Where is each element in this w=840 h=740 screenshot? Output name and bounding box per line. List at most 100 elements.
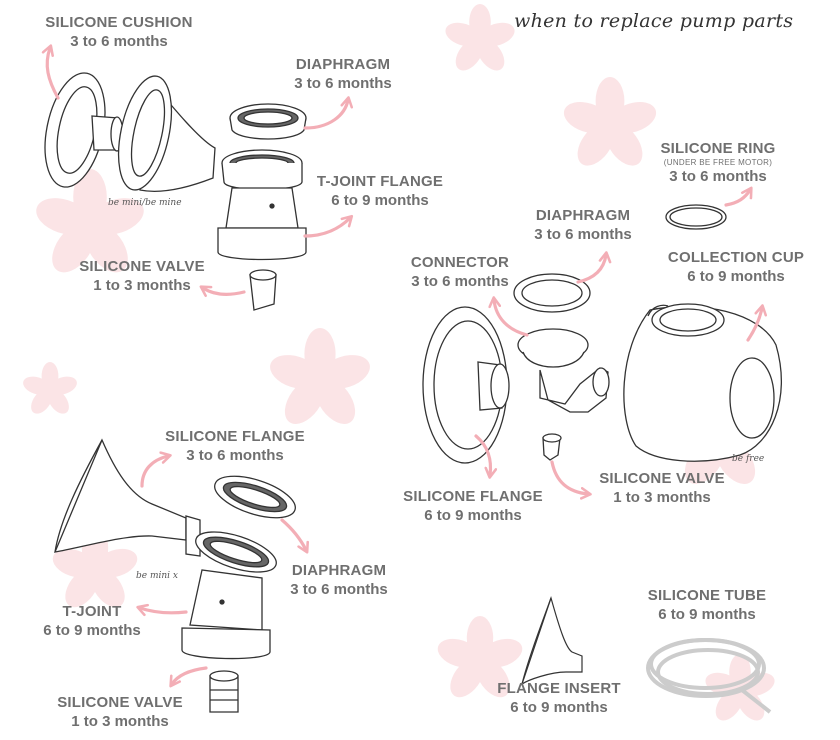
silicone-ring-arrow bbox=[724, 186, 753, 207]
silicone-valve-bottom-arrow bbox=[169, 666, 208, 688]
model-label-be-free: be free bbox=[732, 454, 765, 464]
silicone-valve-top bbox=[249, 269, 277, 281]
t-joint-flange-foot bbox=[217, 227, 307, 261]
part-duration: 3 to 6 months bbox=[669, 167, 767, 185]
collection-cup-opening-inner bbox=[659, 308, 717, 332]
diaphragm-core bbox=[243, 111, 293, 125]
label-t-joint: T-JOINT 6 to 9 months bbox=[22, 603, 162, 641]
part-name: COLLECTION CUP bbox=[667, 249, 805, 266]
label-silicone-valve-bottom: SILICONE VALVE 1 to 3 months bbox=[40, 694, 200, 732]
part-duration: 3 to 6 months bbox=[411, 272, 509, 290]
part-note: (UNDER BE FREE MOTOR) bbox=[663, 157, 773, 167]
part-duration: 6 to 9 months bbox=[658, 605, 756, 623]
t-joint-body bbox=[189, 569, 263, 631]
label-diaphragm-right: DIAPHRAGM 3 to 6 months bbox=[508, 207, 658, 245]
silicone-valve-top-arrow bbox=[199, 285, 246, 298]
right-diaphragm-inner bbox=[521, 279, 583, 307]
part-duration: 1 to 3 months bbox=[613, 488, 711, 506]
t-joint-flange-collar bbox=[221, 162, 303, 191]
label-silicone-valve-right: SILICONE VALVE 1 to 3 months bbox=[582, 470, 742, 508]
part-name: CONNECTOR bbox=[410, 254, 510, 271]
part-duration: 3 to 6 months bbox=[290, 580, 388, 598]
t-joint-foot bbox=[181, 627, 271, 660]
part-name: SILICONE FLANGE bbox=[403, 488, 543, 505]
flange-insert-rim bbox=[521, 597, 552, 685]
label-diaphragm-bottom: DIAPHRAGM 3 to 6 months bbox=[264, 562, 414, 600]
label-collection-cup: COLLECTION CUP 6 to 9 months bbox=[650, 249, 822, 287]
model-label-be-mini-be-mine: be mini/be mine bbox=[108, 198, 182, 208]
collection-cup-arrow bbox=[746, 304, 768, 342]
label-flange-insert: FLANGE INSERT 6 to 9 months bbox=[484, 680, 634, 718]
model-label-be-mini-x: be mini x bbox=[136, 571, 178, 581]
part-duration: 3 to 6 months bbox=[70, 32, 168, 50]
part-name: DIAPHRAGM bbox=[291, 562, 387, 579]
part-name: SILICONE RING bbox=[660, 140, 776, 157]
part-name: SILICONE VALVE bbox=[57, 694, 183, 711]
t-joint-top-core bbox=[209, 540, 263, 564]
t-joint-arrow bbox=[136, 603, 188, 617]
label-connector: CONNECTOR 3 to 6 months bbox=[385, 254, 535, 292]
flange-insert-part bbox=[520, 595, 583, 686]
right-silicone-flange-neck-end bbox=[490, 363, 510, 409]
label-diaphragm-top: DIAPHRAGM 3 to 6 months bbox=[268, 56, 418, 94]
part-duration: 1 to 3 months bbox=[71, 712, 169, 730]
part-name: T-JOINT FLANGE bbox=[316, 173, 444, 190]
part-duration: 6 to 9 months bbox=[510, 698, 608, 716]
silicone-cushion-arrow bbox=[41, 44, 60, 100]
diaphragm-top-arrow bbox=[303, 96, 354, 130]
silicone-valve-right-arrow bbox=[550, 460, 592, 500]
part-name: SILICONE FLANGE bbox=[165, 428, 305, 445]
label-silicone-flange-left: SILICONE FLANGE 3 to 6 months bbox=[150, 428, 320, 466]
part-duration: 6 to 9 months bbox=[424, 506, 522, 524]
connector-joint bbox=[539, 367, 609, 413]
silicone-ring-part bbox=[665, 204, 727, 230]
label-t-joint-flange: T-JOINT FLANGE 6 to 9 months bbox=[300, 173, 460, 211]
bottom-diaphragm-core bbox=[229, 485, 281, 509]
t-joint-flange-hole bbox=[269, 203, 275, 209]
part-name: SILICONE VALVE bbox=[79, 258, 205, 275]
part-duration: 1 to 3 months bbox=[93, 276, 191, 294]
connector-body bbox=[522, 351, 585, 368]
right-silicone-valve-top bbox=[542, 433, 562, 443]
part-duration: 6 to 9 months bbox=[43, 621, 141, 639]
top-left-pump-drawing bbox=[44, 72, 307, 311]
part-name: DIAPHRAGM bbox=[295, 56, 391, 73]
diaphragm-right-arrow bbox=[576, 251, 612, 284]
silicone-flange-right-arrow bbox=[474, 434, 498, 479]
connector-arrow bbox=[488, 296, 529, 337]
blossom-decoration bbox=[265, 328, 375, 432]
part-name: SILICONE CUSHION bbox=[45, 14, 193, 31]
t-joint-hole bbox=[219, 599, 225, 605]
label-silicone-cushion: SILICONE CUSHION 3 to 6 months bbox=[14, 14, 224, 52]
silicone-flange-left-arrow bbox=[140, 451, 172, 488]
blossom-decoration bbox=[20, 362, 80, 418]
part-duration: 3 to 6 months bbox=[294, 74, 392, 92]
flange-rim-inner bbox=[130, 89, 166, 177]
silicone-ring-inner bbox=[669, 207, 723, 227]
bottom-left-pump-drawing bbox=[53, 438, 296, 713]
t-joint-flange-base bbox=[225, 187, 299, 229]
silicone-tube-loop bbox=[649, 638, 761, 690]
label-silicone-tube: SILICONE TUBE 6 to 9 months bbox=[630, 587, 784, 625]
part-duration: 3 to 6 months bbox=[534, 225, 632, 243]
part-duration: 6 to 9 months bbox=[331, 191, 429, 209]
part-name: FLANGE INSERT bbox=[497, 680, 621, 697]
flange-insert-drawing bbox=[520, 595, 583, 686]
t-joint-flange-arrow bbox=[303, 214, 354, 238]
pointer-arrows bbox=[41, 44, 768, 688]
bottom-silicone-valve-top bbox=[209, 670, 239, 682]
label-silicone-flange-right: SILICONE FLANGE 6 to 9 months bbox=[388, 488, 558, 526]
page-title: when to replace pump parts bbox=[514, 10, 794, 32]
part-duration: 3 to 6 months bbox=[186, 446, 284, 464]
blossom-decoration bbox=[442, 3, 518, 76]
silicone-tube-drawing bbox=[646, 638, 772, 714]
label-silicone-ring: SILICONE RING (UNDER BE FREE MOTOR) 3 to… bbox=[638, 140, 798, 187]
collection-cup-handle bbox=[647, 304, 669, 317]
connector-port bbox=[592, 367, 610, 397]
bottom-silicone-flange-rim bbox=[54, 439, 103, 553]
silicone-tube-end bbox=[740, 688, 772, 714]
diaphragm-bottom-arrow bbox=[280, 518, 309, 554]
part-duration: 6 to 9 months bbox=[687, 267, 785, 285]
